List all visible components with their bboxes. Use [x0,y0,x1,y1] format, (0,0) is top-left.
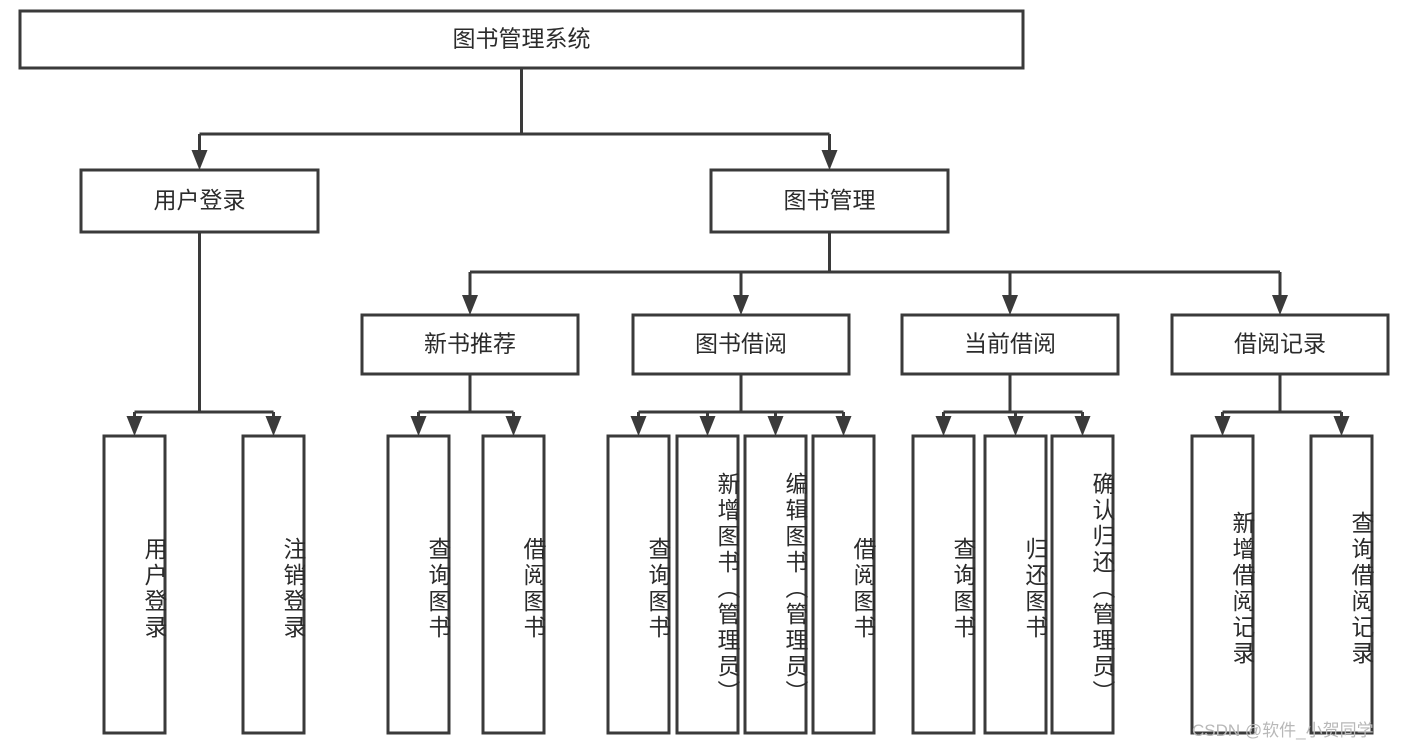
arrow-head-icon [767,416,784,436]
box-layer [18,9,1390,735]
node-box-user-login[interactable] [79,168,320,234]
node-box-current-borrow[interactable] [900,313,1120,376]
node-box-leaf-confirm-return[interactable] [1050,434,1115,735]
node-box-borrow-record[interactable] [1170,313,1390,376]
node-box-leaf-query-book-3[interactable] [911,434,976,735]
node-box-book-borrow[interactable] [631,313,851,376]
arrow-head-icon [505,416,522,436]
node-box-leaf-user-logout[interactable] [241,434,306,735]
node-label-root: 图书管理系统 [453,26,591,52]
node-label-book-manage: 图书管理 [784,187,876,213]
arrow-head-icon [126,416,143,436]
arrow-head-icon [1214,416,1231,436]
arrow-head-icon [191,150,208,170]
arrow-head-icon [699,416,716,436]
node-label-user-login: 用户登录 [154,187,246,213]
node-label-book-borrow: 图书借阅 [695,331,787,357]
node-box-root[interactable] [18,9,1025,70]
node-box-leaf-return-book[interactable] [983,434,1048,735]
node-box-leaf-add-book[interactable] [675,434,740,735]
arrow-head-icon [1002,295,1018,315]
node-box-leaf-edit-book[interactable] [743,434,808,735]
arrow-head-icon [265,416,282,436]
node-box-leaf-borrow-book-2[interactable] [811,434,876,735]
node-box-book-manage[interactable] [709,168,950,234]
arrow-head-icon [410,416,427,436]
csdn-watermark: CSDN @软件_小贺同学 [1192,721,1374,740]
node-box-leaf-query-book-1[interactable] [386,434,451,735]
arrow-head-icon [821,150,838,170]
arrow-head-icon [835,416,852,436]
node-box-new-book-rec[interactable] [360,313,580,376]
node-box-leaf-borrow-book-1[interactable] [481,434,546,735]
node-box-leaf-query-record[interactable] [1309,434,1374,735]
node-label-borrow-record: 借阅记录 [1234,331,1326,357]
node-box-leaf-add-record[interactable] [1190,434,1255,735]
arrow-head-icon [1007,416,1024,436]
arrow-head-icon [630,416,647,436]
node-box-leaf-user-login[interactable] [102,434,167,735]
node-box-leaf-query-book-2[interactable] [606,434,671,735]
arrow-head-icon [462,295,478,315]
node-label-current-borrow: 当前借阅 [964,331,1056,357]
arrow-head-icon [1333,416,1350,436]
arrow-head-icon [1074,416,1091,436]
arrow-head-icon [935,416,952,436]
arrow-head-icon [733,295,749,315]
connector-layer [126,68,1350,436]
arrow-head-icon [1272,295,1288,315]
node-label-new-book-rec: 新书推荐 [424,331,516,357]
